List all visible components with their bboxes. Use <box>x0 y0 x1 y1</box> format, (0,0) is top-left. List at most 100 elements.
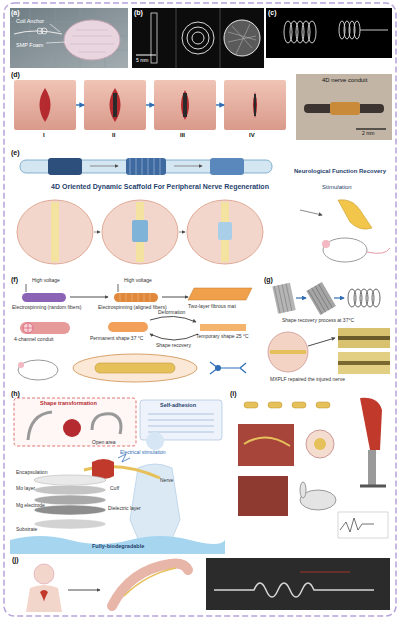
process-label: Electrospinning (random fibers) <box>12 305 81 311</box>
layer-label: Mg electrode <box>16 503 45 509</box>
panel-g-shape-recovery <box>308 284 332 314</box>
panel-h-biodegradable-cuff <box>28 412 52 440</box>
panel-a-photo <box>64 20 120 60</box>
panel-d-wound-steps <box>224 80 286 130</box>
step-numeral: I <box>43 132 45 139</box>
panel-e-scaffold <box>130 158 160 175</box>
panel-i-prosthesis <box>306 430 334 458</box>
section-label: Shape transformation <box>40 400 97 406</box>
panel-c-photo <box>360 30 388 31</box>
panel-j-implant <box>124 568 176 596</box>
panel-b-photo <box>224 20 260 56</box>
panel-c-photo <box>266 8 392 58</box>
panel-f-electrospinning <box>95 363 175 373</box>
panel-d-wound-steps <box>181 90 189 120</box>
panel-f-electrospinning <box>162 297 188 298</box>
panel-g-shape-recovery <box>308 338 335 346</box>
panel-f-electrospinning <box>200 324 246 331</box>
panel-g-shape-recovery <box>338 328 390 348</box>
shape-state-label: Permanent shape 37 °C <box>90 336 143 342</box>
panel-d-wound-steps <box>84 80 146 130</box>
panel-f-electrospinning <box>18 284 252 382</box>
panel-j-implant <box>26 585 62 612</box>
panel-e-scaffold <box>126 158 166 175</box>
panel-g-shape-recovery <box>268 282 390 374</box>
panel-g-shape-recovery <box>348 289 380 307</box>
process-label: Two-layer fibrous mat <box>188 304 236 310</box>
panel-g-shape-recovery <box>274 283 292 313</box>
panel-f-electrospinning <box>70 297 188 298</box>
panel-a-photo <box>10 8 128 68</box>
panel-i-prosthesis <box>314 438 326 450</box>
panel-b-photo <box>182 22 214 54</box>
panel-j-implant <box>34 564 54 584</box>
process-label: Shape recovery process at 37°C <box>282 318 354 324</box>
part-label: Nerve <box>160 478 173 484</box>
result-label: MXPLF repaired the injured nerve <box>270 377 345 383</box>
step-numeral: II <box>112 132 115 139</box>
panel-i-prosthesis <box>368 450 376 486</box>
photo-label: 4D nerve conduit <box>322 77 367 84</box>
layer-label: Substrate <box>16 527 37 533</box>
panel-e-scaffold <box>17 158 390 264</box>
part-label: Coil Anchor <box>16 18 44 24</box>
panel-g-shape-recovery <box>338 361 390 365</box>
panel-i-prosthesis <box>340 518 374 532</box>
panel-e-scaffold <box>90 166 118 167</box>
panel-f-electrospinning <box>26 284 27 292</box>
panel-e-scaffold <box>210 158 244 175</box>
panel-g-shape-recovery <box>338 352 390 374</box>
panel-g-shape-recovery <box>270 350 306 354</box>
panel-d-wound-steps <box>113 93 117 117</box>
panel-i-prosthesis <box>316 402 330 408</box>
panel-f-electrospinning <box>108 322 148 332</box>
panel-h-biodegradable-cuff <box>10 398 225 554</box>
panel-b-photo <box>132 8 264 68</box>
scaffold-heading: 4D Oriented Dynamic Scaffold For Periphe… <box>40 183 280 191</box>
panel-e-scaffold <box>322 240 330 248</box>
panel-e-scaffold <box>17 200 93 264</box>
panel-h-biodegradable-cuff <box>10 536 225 554</box>
step-numeral: III <box>180 132 185 139</box>
outcome-label: Stimulation <box>322 184 352 191</box>
panel-j-implant <box>40 590 48 602</box>
panel-j-implant <box>300 572 350 573</box>
panel-b-photo <box>176 8 220 68</box>
panel-letter: (g) <box>264 276 273 284</box>
process-label: Deformation <box>158 310 185 316</box>
panel-d-wound-steps <box>254 94 256 116</box>
panel-f-electrospinning <box>150 316 196 322</box>
panel-d-wound-steps <box>40 88 51 122</box>
panel-g-shape-recovery <box>296 297 306 298</box>
process-label: Electrospinning (aligned fibers) <box>98 305 167 311</box>
outcome-label: Neurological Function Recovery <box>290 168 390 175</box>
panel-i-prosthesis <box>338 512 388 538</box>
panel-a-photo <box>10 8 128 68</box>
part-label: Open area <box>92 440 116 446</box>
panel-i-prosthesis <box>244 437 290 446</box>
panel-d-wound-steps <box>216 104 224 105</box>
panel-a-photo <box>10 8 128 68</box>
panel-i-prosthesis <box>238 476 288 516</box>
panel-f-electrospinning <box>215 365 221 371</box>
panel-j-implant <box>214 583 374 597</box>
panel-b-photo <box>136 55 156 56</box>
shape-state-label: Temporary shape 25 °C <box>196 334 249 340</box>
panel-e-scaffold <box>218 222 232 240</box>
panel-d-wound-steps <box>154 80 216 130</box>
panel-h-biodegradable-cuff <box>92 459 114 479</box>
panel-i-prosthesis <box>360 398 382 450</box>
layer-label: Cuff <box>110 486 119 492</box>
caption-text: Fully-biodegradable <box>92 543 144 549</box>
panel-f-electrospinning <box>188 288 252 300</box>
panel-a-photo <box>41 28 47 34</box>
panel-d-wound-steps <box>330 102 360 115</box>
panel-d-wound-steps <box>146 104 154 105</box>
panel-letter: (c) <box>268 9 277 17</box>
panel-h-biodegradable-cuff <box>34 485 106 495</box>
panel-h-biodegradable-cuff <box>34 475 106 485</box>
panel-h-biodegradable-cuff <box>92 414 121 434</box>
panel-e-scaffold <box>323 238 367 262</box>
panel-a-photo <box>50 24 60 32</box>
panel-c-photo <box>266 8 392 58</box>
